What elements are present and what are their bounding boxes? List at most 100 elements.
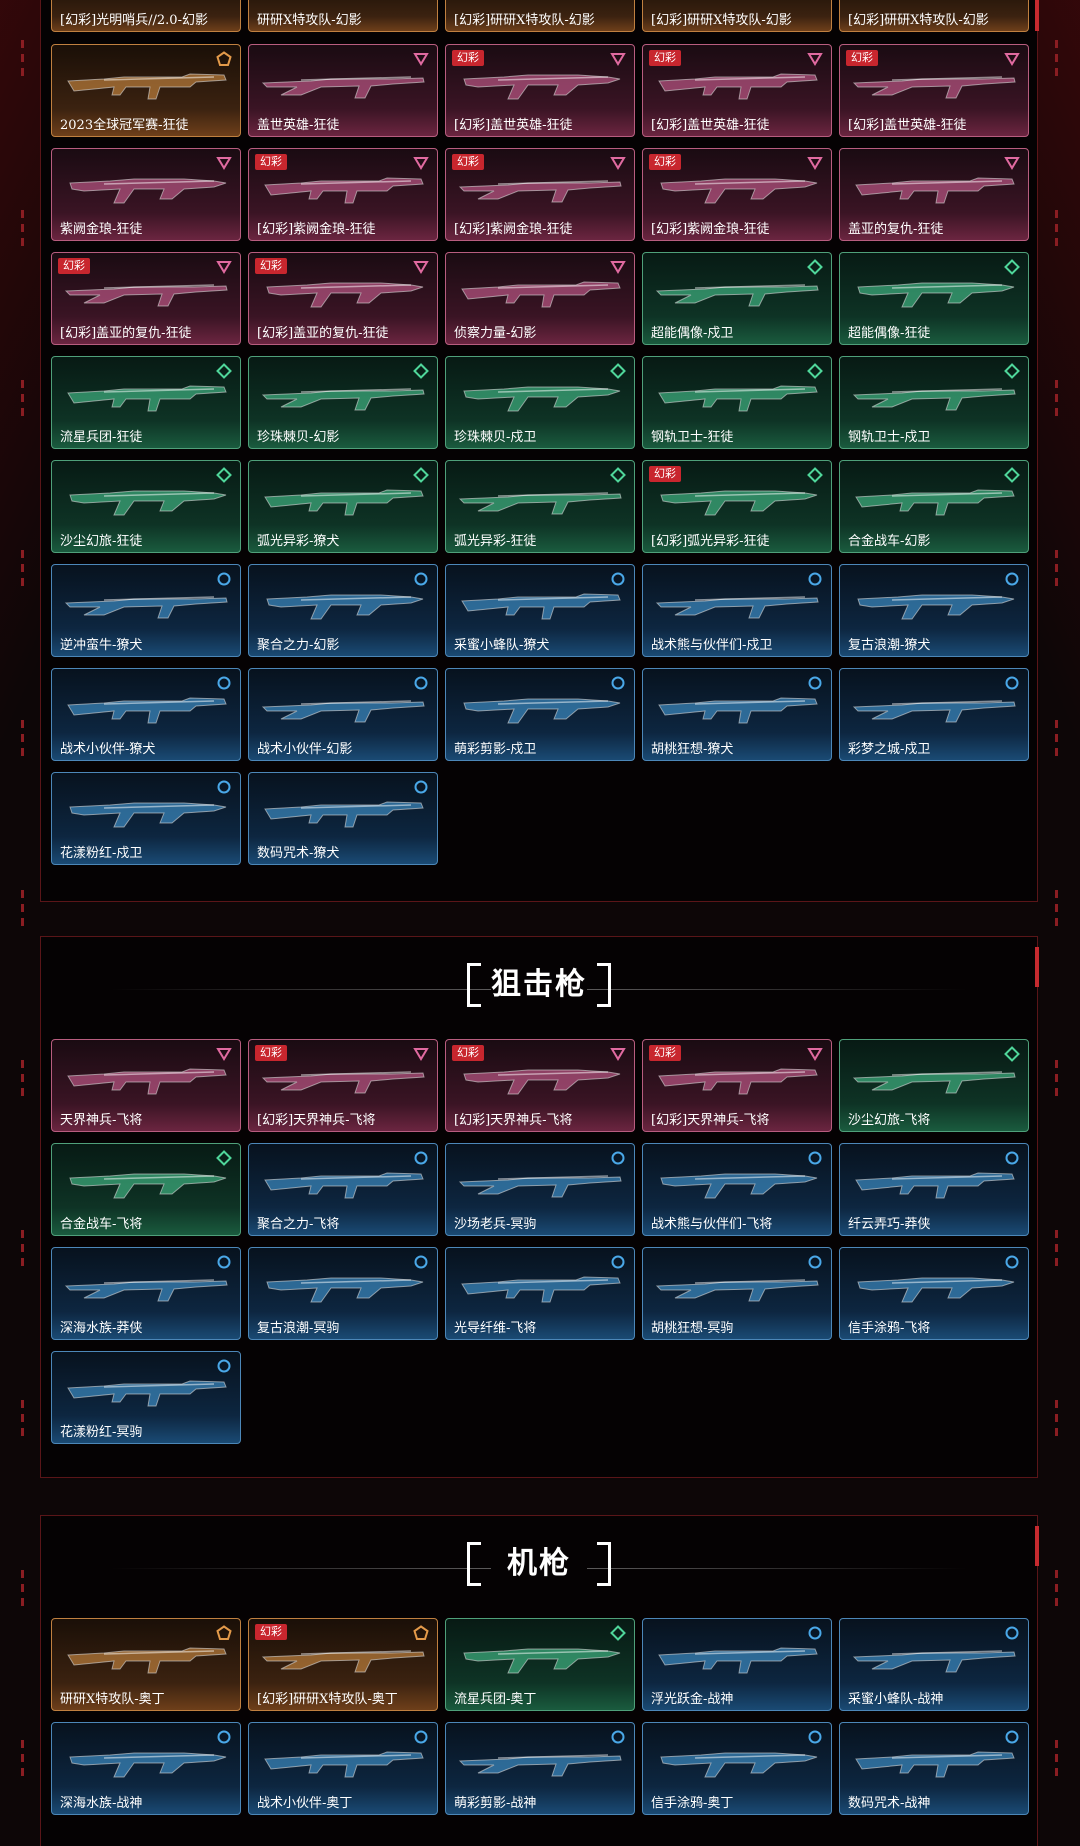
weapon-image bbox=[658, 697, 818, 724]
skin-card[interactable]: 浮光跃金-战神 bbox=[642, 1618, 832, 1711]
skin-card[interactable]: 幻彩[幻彩]紫阙金琅-狂徒 bbox=[248, 148, 438, 241]
skin-card[interactable]: 采蜜小蜂队-战神 bbox=[839, 1618, 1029, 1711]
skin-card[interactable]: 战术熊与伙伴们-飞将 bbox=[642, 1143, 832, 1236]
skin-card[interactable]: 钢轨卫士-戍卫 bbox=[839, 356, 1029, 449]
weapon-image bbox=[463, 1648, 621, 1674]
edge-mark bbox=[21, 734, 24, 742]
skin-card[interactable]: 信手涂鸦-奥丁 bbox=[642, 1722, 832, 1815]
skin-card[interactable]: 战术熊与伙伴们-戍卫 bbox=[642, 564, 832, 657]
skin-card[interactable]: [幻彩]研研X特攻队-幻影 bbox=[642, 0, 832, 32]
skin-card[interactable]: 幻彩[幻彩]天界神兵-飞将 bbox=[248, 1039, 438, 1132]
skin-card[interactable]: 胡桃狂想-冥驹 bbox=[642, 1247, 832, 1340]
skin-card[interactable]: 侦察力量-幻影 bbox=[445, 252, 635, 345]
skin-card[interactable]: 幻彩 [幻彩]盖世英雄-狂徒 bbox=[445, 44, 635, 137]
blue-tier-icon bbox=[611, 676, 625, 690]
skin-card[interactable]: 幻彩[幻彩]研研X特攻队-奥丁 bbox=[248, 1618, 438, 1711]
skin-name: 合金战车-飞将 bbox=[60, 1217, 143, 1232]
skin-card[interactable]: 幻彩[幻彩]紫阙金琅-狂徒 bbox=[642, 148, 832, 241]
header-line-right bbox=[587, 989, 967, 990]
skin-card[interactable]: 流星兵团-奥丁 bbox=[445, 1618, 635, 1711]
weapon-image bbox=[655, 284, 819, 307]
skin-card[interactable]: 合金战车-幻影 bbox=[839, 460, 1029, 553]
skin-card[interactable]: 幻彩[幻彩]盖亚的复仇-狂徒 bbox=[51, 252, 241, 345]
skin-card[interactable]: 幻彩[幻彩]天界神兵-飞将 bbox=[445, 1039, 635, 1132]
skin-card[interactable]: [幻彩]研研X特攻队-幻影 bbox=[839, 0, 1029, 32]
skin-card[interactable]: 盖亚的复仇-狂徒 bbox=[839, 148, 1029, 241]
skin-card[interactable]: 幻彩[幻彩]盖世英雄-狂徒 bbox=[642, 44, 832, 137]
skin-card[interactable]: 研研X特攻队-幻影 bbox=[248, 0, 438, 32]
edge-mark bbox=[1055, 918, 1058, 926]
skin-card[interactable]: 战术小伙伴-奥丁 bbox=[248, 1722, 438, 1815]
skin-card[interactable]: 彩梦之城-戍卫 bbox=[839, 668, 1029, 761]
skin-card[interactable]: [幻彩]研研X特攻队-幻影 bbox=[445, 0, 635, 32]
skin-card[interactable]: 纤云弄巧-莽侠 bbox=[839, 1143, 1029, 1236]
edge-mark bbox=[1055, 1230, 1058, 1238]
skin-card[interactable]: 数码咒术-战神 bbox=[839, 1722, 1029, 1815]
skin-card[interactable]: 珍珠棘贝-幻影 bbox=[248, 356, 438, 449]
skin-card[interactable]: 幻彩[幻彩]弧光异彩-狂徒 bbox=[642, 460, 832, 553]
weapon-image bbox=[660, 178, 818, 204]
skin-card[interactable]: 信手涂鸦-飞将 bbox=[839, 1247, 1029, 1340]
weapon-image bbox=[261, 1650, 425, 1673]
skin-name: 流星兵团-狂徒 bbox=[60, 430, 143, 445]
weapon-image bbox=[852, 700, 1016, 723]
skin-card[interactable]: 采蜜小蜂队-獠犬 bbox=[445, 564, 635, 657]
skin-card[interactable]: 沙场老兵-冥驹 bbox=[445, 1143, 635, 1236]
skin-name: 复古浪潮-冥驹 bbox=[257, 1321, 340, 1336]
skin-card[interactable]: 2023全球冠军赛-狂徒 bbox=[51, 44, 241, 137]
skin-name: [幻彩]盖世英雄-狂徒 bbox=[454, 118, 573, 133]
blue-tier-icon bbox=[808, 1626, 822, 1640]
skin-card[interactable]: 弧光异彩-狂徒 bbox=[445, 460, 635, 553]
skin-name: 盖亚的复仇-狂徒 bbox=[848, 222, 944, 237]
skin-card[interactable]: 花漾粉红-戍卫 bbox=[51, 772, 241, 865]
skin-card[interactable]: 胡桃狂想-獠犬 bbox=[642, 668, 832, 761]
skin-card[interactable]: [幻彩]光明哨兵//2.0-幻影 bbox=[51, 0, 241, 32]
skin-card[interactable]: 流星兵团-狂徒 bbox=[51, 356, 241, 449]
skin-card[interactable]: 幻彩[幻彩]天界神兵-飞将 bbox=[642, 1039, 832, 1132]
skin-name: 胡桃狂想-冥驹 bbox=[651, 1321, 734, 1336]
skin-card[interactable]: 合金战车-飞将 bbox=[51, 1143, 241, 1236]
edge-mark bbox=[1055, 1740, 1058, 1748]
skin-card[interactable]: 天界神兵-飞将 bbox=[51, 1039, 241, 1132]
weapon-image bbox=[261, 0, 427, 6]
skin-card[interactable]: 超能偶像-狂徒 bbox=[839, 252, 1029, 345]
skin-card[interactable]: 幻彩[幻彩]盖亚的复仇-狂徒 bbox=[248, 252, 438, 345]
edge-mark bbox=[21, 68, 24, 76]
skin-card[interactable]: 幻彩[幻彩]盖世英雄-狂徒 bbox=[839, 44, 1029, 137]
skin-card[interactable]: 复古浪潮-冥驹 bbox=[248, 1247, 438, 1340]
skin-card[interactable]: 数码咒术-獠犬 bbox=[248, 772, 438, 865]
skin-card[interactable]: 紫阙金琅-狂徒 bbox=[51, 148, 241, 241]
skin-card[interactable]: 复古浪潮-獠犬 bbox=[839, 564, 1029, 657]
weapon-image bbox=[857, 1277, 1015, 1303]
weapon-image bbox=[855, 489, 1015, 516]
skin-card[interactable]: 光导纤维-飞将 bbox=[445, 1247, 635, 1340]
skin-card[interactable]: 深海水族-莽侠 bbox=[51, 1247, 241, 1340]
skin-card[interactable]: 萌彩剪影-战神 bbox=[445, 1722, 635, 1815]
skin-card[interactable]: 聚合之力-飞将 bbox=[248, 1143, 438, 1236]
skin-card[interactable]: 花漾粉红-冥驹 bbox=[51, 1351, 241, 1444]
skin-card[interactable]: 沙尘幻旅-飞将 bbox=[839, 1039, 1029, 1132]
edge-mark bbox=[1055, 1060, 1058, 1068]
skin-card[interactable]: 研研X特攻队-奥丁 bbox=[51, 1618, 241, 1711]
skin-card[interactable]: 深海水族-战神 bbox=[51, 1722, 241, 1815]
skin-card[interactable]: 超能偶像-戍卫 bbox=[642, 252, 832, 345]
skin-card[interactable]: 萌彩剪影-戍卫 bbox=[445, 668, 635, 761]
skin-card[interactable]: 聚合之力-幻影 bbox=[248, 564, 438, 657]
skin-card[interactable]: 幻彩[幻彩]紫阙金琅-狂徒 bbox=[445, 148, 635, 241]
orange-tier-icon bbox=[413, 1625, 429, 1640]
skin-card[interactable]: 逆冲蛮牛-獠犬 bbox=[51, 564, 241, 657]
skin-card[interactable]: 战术小伙伴-幻影 bbox=[248, 668, 438, 761]
skin-card[interactable]: 珍珠棘贝-戍卫 bbox=[445, 356, 635, 449]
skin-card[interactable]: 钢轨卫士-狂徒 bbox=[642, 356, 832, 449]
green-tier-icon bbox=[1004, 259, 1020, 275]
blue-tier-icon bbox=[1005, 1255, 1019, 1269]
skin-card[interactable]: 沙尘幻旅-狂徒 bbox=[51, 460, 241, 553]
blue-tier-icon bbox=[808, 572, 822, 586]
skin-card[interactable]: 弧光异彩-獠犬 bbox=[248, 460, 438, 553]
skin-card[interactable]: 战术小伙伴-獠犬 bbox=[51, 668, 241, 761]
skin-card[interactable]: 盖世英雄-狂徒 bbox=[248, 44, 438, 137]
edge-mark bbox=[21, 1428, 24, 1436]
weapon-image bbox=[463, 386, 621, 412]
chroma-tag: 幻彩 bbox=[452, 50, 484, 66]
weapon-image bbox=[458, 180, 622, 203]
